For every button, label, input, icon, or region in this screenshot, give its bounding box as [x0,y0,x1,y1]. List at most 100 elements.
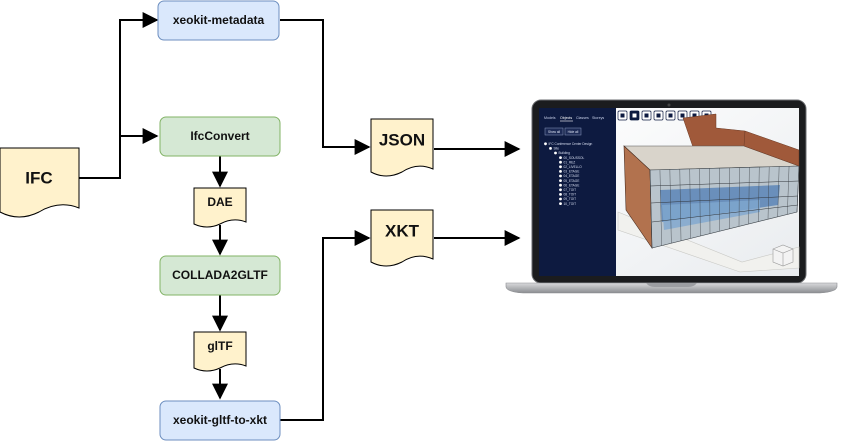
query-icon-glyph [692,113,697,118]
tree-checkbox [554,151,557,155]
navcube-icon[interactable] [772,244,794,267]
object-tree: IFC Conference Center DesignSiteBuilding… [544,142,592,206]
edge-metadata-to-json [280,19,371,155]
facade-mullion [689,168,691,239]
ifcconvert-label: IfcConvert [190,129,249,143]
tree-item[interactable]: 02_LIVELLO [559,165,582,169]
hide-all-button[interactable] [564,127,582,136]
tree-item[interactable]: 05_ETAGE [559,179,579,183]
laptop-camera [667,103,671,107]
xkt-label: XKT [385,221,420,240]
tree-checkbox [559,160,562,164]
facade-mullion [669,169,672,244]
edge-ifc-to-metadata [79,12,159,179]
tree-item-label: 02_LIVELLO [564,165,583,169]
node-gltf-to-xkt: xeokit-gltf-to-xkt [159,400,281,441]
tree-checkbox [544,142,547,146]
select-icon-glyph [680,113,685,118]
tree-item[interactable]: 10_TOIT [559,202,576,206]
tree-item[interactable]: 00_SOUSSOL [559,156,584,160]
viewer-tab[interactable]: Models [544,116,556,120]
facade-mullion [649,169,653,249]
tree-item-label: 08_TOIT [564,193,577,197]
tree-checkbox [559,197,562,201]
perspective-icon-glyph [632,113,637,118]
tree-item-label: 05_ETAGE [564,179,580,183]
show-all-label: Show all [548,130,560,134]
tree-checkbox [559,170,562,173]
tree-item-label: 01_REZ [564,160,576,164]
tree-item[interactable]: 09_TOIT [559,197,576,201]
dae-label: DAE [207,195,232,209]
tree-item[interactable]: Building [554,151,570,155]
tree-item-label: Site [554,147,560,151]
facade-mullion [699,168,701,237]
facade-mullion [748,167,750,225]
node-collada2gltf: COLLADA2GLTF [159,255,281,296]
gltf-label: glTF [207,339,232,353]
facade-mullion [659,169,662,246]
tree-checkbox [559,174,562,178]
viewer-tab[interactable]: Storeys [592,116,604,120]
tree-item[interactable]: 07_TOIT [559,188,576,192]
tree-checkbox [559,188,562,192]
viewer-sidebar [539,108,616,276]
tree-item-label: Building [559,151,571,155]
facade-mullion [796,165,800,213]
first-person-icon-glyph [656,113,661,118]
fit-icon-glyph [644,113,649,118]
node-xeokit-metadata: xeokit-metadata [157,0,280,41]
node-ifc: IFC [0,147,80,218]
xray-icon-glyph [668,113,673,118]
edges [79,12,521,421]
tree-item[interactable]: 06_ETAGE [559,183,579,187]
tree-item-label: 09_TOIT [564,197,577,201]
node-xkt: XKT [370,209,434,267]
viewer-tabs: Models Objects Classes Storeys [544,116,604,122]
tree-checkbox [559,202,562,206]
facade-mullion [787,166,790,215]
tree-item[interactable]: 08_TOIT [559,193,576,197]
show-all-button[interactable] [544,127,564,136]
viewer-buttons: Show all Hide all [544,127,582,136]
json-label: JSON [379,130,425,149]
edge-tool-to-xkt [280,230,371,421]
ifc-label: IFC [25,168,52,187]
node-dae: DAE [193,187,247,228]
tree-item[interactable]: IFC Conference Center Design [544,142,592,146]
tree-item-label: 10_TOIT [564,202,577,206]
tree-checkbox [559,183,562,187]
tree-item[interactable]: 01_REZ [559,160,575,164]
laptop-viewer: Models Objects Classes Storeys Show all … [505,99,838,294]
collada2gltf-label: COLLADA2GLTF [172,268,268,282]
tree-checkbox [559,156,562,160]
tree-item-label: IFC Conference Center Design [549,142,593,146]
laptop-base [505,282,838,294]
home-icon-glyph [620,113,625,118]
facade-mullion [777,166,780,217]
tree-item[interactable]: Site [549,147,559,151]
building-model [617,113,800,273]
viewer-tab[interactable]: Classes [576,116,589,120]
tree-item[interactable]: 04_ETAGE [559,174,579,178]
facade-mullion [758,167,760,222]
hide-all-label: Hide all [568,130,579,134]
node-gltf: glTF [193,331,247,372]
tree-item-label: 06_ETAGE [564,183,580,187]
tree-checkbox [559,179,562,183]
tree-checkbox [559,193,562,196]
node-ifcconvert: IfcConvert [159,116,281,157]
tree-item-label: 03_ETAGE [564,170,580,174]
tree-checkbox [549,147,552,150]
tree-item[interactable]: 03_ETAGE [559,170,579,174]
xeokit-metadata-label: xeokit-metadata [173,13,265,27]
facade-mullion [767,166,770,220]
tree-checkbox [559,165,562,169]
node-json: JSON [370,118,434,177]
tree-item-label: 07_TOIT [564,188,577,192]
tree-item-label: 00_SOUSSOL [564,156,585,160]
facade-mullion [679,169,682,241]
viewer-tab[interactable]: Objects [560,116,572,120]
tree-item-label: 04_ETAGE [564,174,580,178]
